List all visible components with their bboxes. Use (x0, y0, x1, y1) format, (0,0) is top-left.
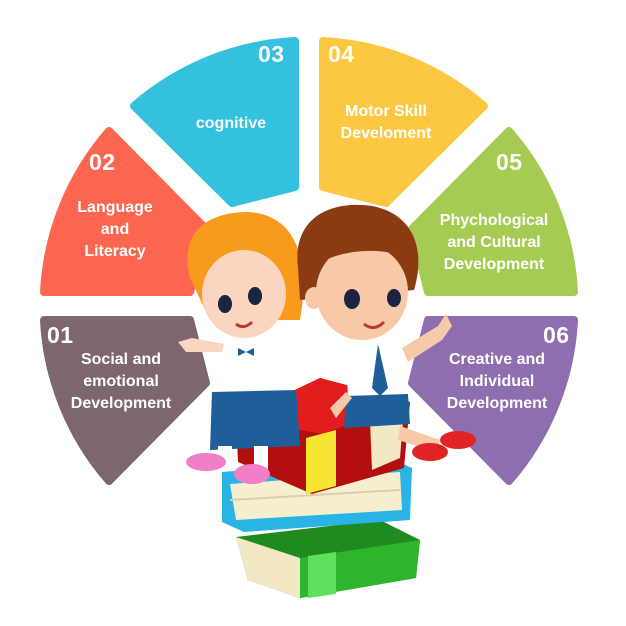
segment-05-label: Phychological and Cultural Development (430, 210, 558, 276)
segment-06-number: 06 (543, 322, 570, 348)
label-line: Phychological (439, 212, 549, 229)
label-line: cognitive (195, 115, 267, 132)
label-line: Language (77, 199, 153, 216)
green-book-icon (236, 520, 420, 598)
label-line: Social and (80, 351, 162, 368)
segment-01-shape (40, 316, 210, 485)
segment-06-label: Creative and Individual Development (438, 349, 556, 415)
segment-02-label: Language and Literacy (66, 197, 164, 263)
segment-03-label: cognitive (181, 113, 281, 135)
segment-04-label: Motor Skill Develoment (328, 101, 444, 145)
segment-05-number: 05 (496, 149, 523, 175)
segment-04-shape (319, 37, 488, 207)
label-line: Motor Skill (345, 103, 427, 120)
boy-character-icon (297, 204, 476, 461)
segment-02-shape (40, 127, 210, 296)
label-line: and Cultural (447, 234, 541, 251)
label-line: and (100, 221, 130, 238)
segment-04-number: 04 (328, 41, 355, 67)
label-line: Literacy (84, 243, 146, 260)
segment-06-shape (408, 316, 578, 485)
label-line: Development (443, 256, 545, 273)
segment-01-number: 01 (47, 322, 74, 348)
segment-03-number: 03 (258, 41, 285, 67)
label-line: Develoment (340, 125, 432, 142)
label-line: emotional (83, 373, 159, 390)
segment-02-number: 02 (89, 149, 116, 175)
label-line: Creative and (448, 351, 546, 368)
segment-05-shape (408, 127, 578, 296)
girl-character-icon (178, 212, 304, 484)
label-line: Development (70, 395, 172, 412)
label-line: Development (446, 395, 548, 412)
label-line: Individual (459, 373, 535, 390)
segment-01-label: Social and emotional Development (62, 349, 180, 415)
segment-03-shape (130, 37, 299, 207)
